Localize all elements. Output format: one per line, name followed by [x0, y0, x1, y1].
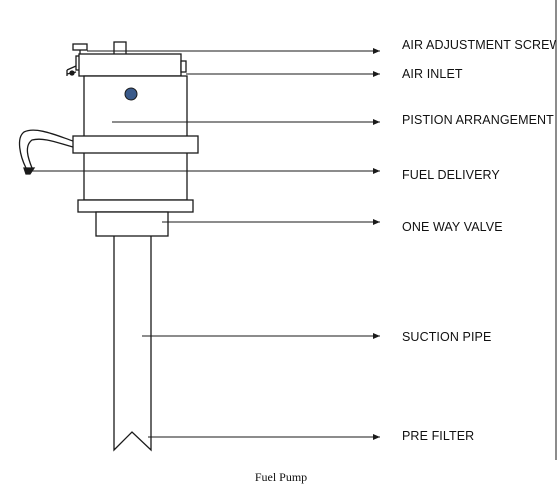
label-one-way-valve: ONE WAY VALVE: [402, 220, 503, 234]
label-fuel-delivery: FUEL DELIVERY: [402, 168, 500, 182]
label-air-adjustment-screw: AIR ADJUSTMENT SCREW: [402, 38, 556, 52]
fuel-delivery-hose: [18, 129, 74, 169]
label-pre-filter: PRE FILTER: [402, 429, 475, 443]
label-air-inlet: AIR INLET: [402, 67, 463, 81]
one-way-valve: [95, 211, 169, 237]
figure-caption: Fuel Pump: [254, 470, 308, 484]
air-inlet-nub: [180, 60, 187, 73]
label-suction-pipe: SUCTION PIPE: [402, 330, 492, 344]
collar-ring: [72, 135, 199, 154]
suction-pipe: [113, 236, 152, 452]
indicator-dot: [124, 87, 138, 101]
label-piston-arrangement: PISTION ARRANGEMENT: [402, 113, 554, 127]
